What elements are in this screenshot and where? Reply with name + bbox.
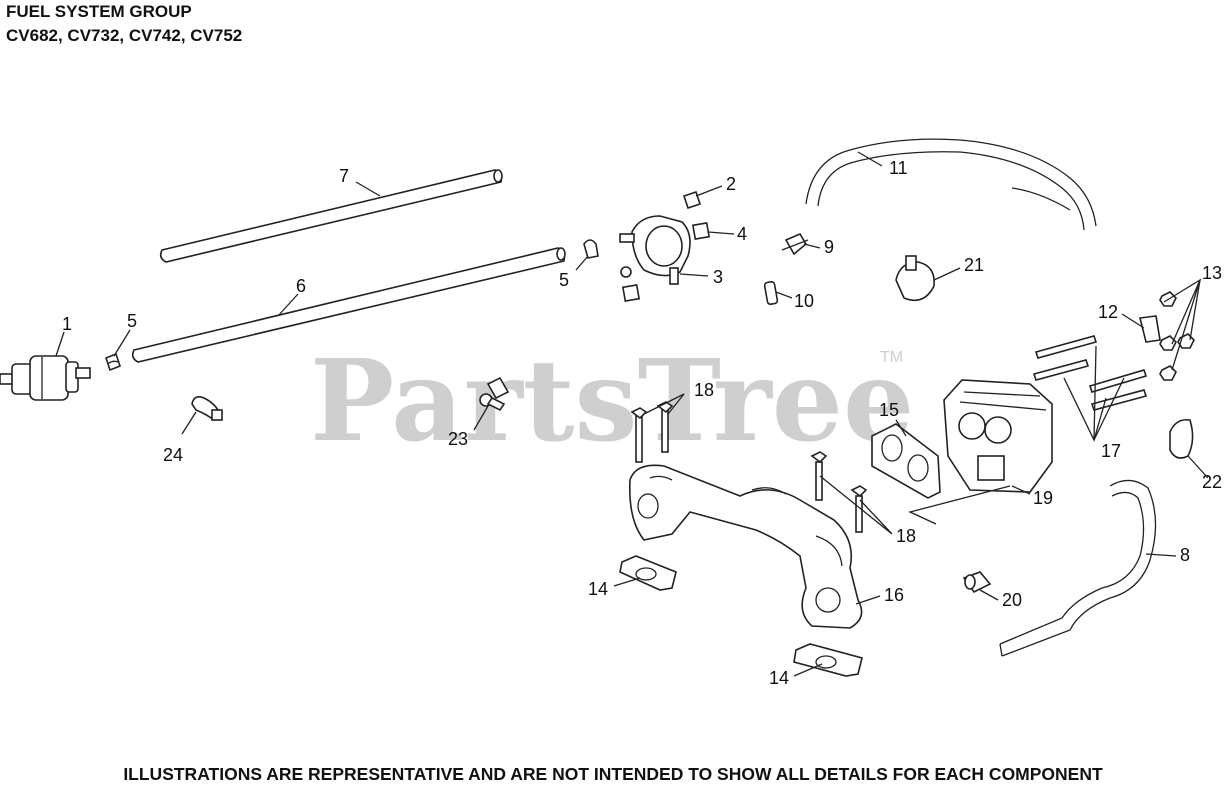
part-16-intake-manifold[interactable] — [628, 464, 863, 629]
callout-20: 20 — [1002, 590, 1022, 610]
part-24-clamp[interactable] — [191, 396, 223, 422]
part-4-screen[interactable] — [621, 221, 711, 303]
callout-16: 16 — [884, 585, 904, 605]
callout-15: 15 — [879, 400, 899, 420]
part-18-bolts[interactable] — [630, 401, 868, 533]
part-17-studs[interactable] — [1032, 335, 1148, 411]
callout-3: 3 — [713, 267, 723, 287]
part-1-fuel-filter[interactable] — [0, 355, 91, 401]
disclaimer-footer: ILLUSTRATIONS ARE REPRESENTATIVE AND ARE… — [123, 764, 1103, 784]
part-14-gasket[interactable] — [619, 555, 863, 677]
part-2-fitting[interactable] — [682, 190, 702, 210]
callout-5-left: 5 — [127, 311, 137, 331]
callout-24: 24 — [163, 445, 183, 465]
watermark-text: PartsTree — [310, 336, 914, 467]
part-5-hose-clamp-pump[interactable] — [583, 239, 599, 259]
callout-7: 7 — [339, 166, 349, 186]
callout-6: 6 — [296, 276, 306, 296]
callout-1: 1 — [62, 314, 72, 334]
part-13-nuts[interactable] — [1159, 291, 1195, 381]
callout-8: 8 — [1180, 545, 1190, 565]
callout-22: 22 — [1202, 472, 1222, 492]
part-12-bracket[interactable] — [1139, 315, 1161, 343]
watermark-trademark: TM — [880, 349, 903, 366]
part-3-fuel-pump[interactable] — [619, 215, 691, 285]
callout-2: 2 — [726, 174, 736, 194]
engine-models: CV682, CV732, CV742, CV752 — [6, 26, 243, 45]
callout-14-lower: 14 — [769, 668, 789, 688]
callout-11: 11 — [889, 158, 908, 178]
callout-12: 12 — [1098, 302, 1118, 322]
callout-23: 23 — [448, 429, 468, 449]
callout-19: 19 — [1033, 488, 1053, 508]
part-8-hose[interactable] — [999, 479, 1157, 657]
part-21-clip[interactable] — [895, 255, 935, 302]
callout-10: 10 — [794, 291, 814, 311]
part-10-connector[interactable] — [763, 280, 779, 306]
part-7-fuel-line[interactable] — [159, 169, 503, 263]
part-19-carburetor[interactable] — [943, 379, 1053, 493]
part-6-fuel-line[interactable] — [131, 247, 566, 363]
part-11-vent-hose[interactable] — [805, 138, 1097, 231]
callout-9: 9 — [824, 237, 834, 257]
diagram-title: FUEL SYSTEM GROUP — [6, 2, 192, 21]
part-22-clip[interactable] — [1169, 418, 1194, 459]
callout-18-right: 18 — [896, 526, 916, 546]
callout-5-pump: 5 — [559, 270, 569, 290]
callout-17: 17 — [1101, 441, 1121, 461]
callout-14-upper: 14 — [588, 579, 608, 599]
callout-21: 21 — [964, 255, 984, 275]
part-23-sensor[interactable] — [479, 376, 510, 412]
leader-lines — [55, 151, 1209, 677]
callout-4: 4 — [737, 224, 747, 244]
part-20-fitting[interactable] — [962, 571, 992, 594]
part-5-hose-clamp[interactable] — [105, 352, 121, 372]
part-15-gasket[interactable] — [871, 423, 941, 499]
callout-13: 13 — [1202, 263, 1222, 283]
callout-18-top: 18 — [694, 380, 714, 400]
